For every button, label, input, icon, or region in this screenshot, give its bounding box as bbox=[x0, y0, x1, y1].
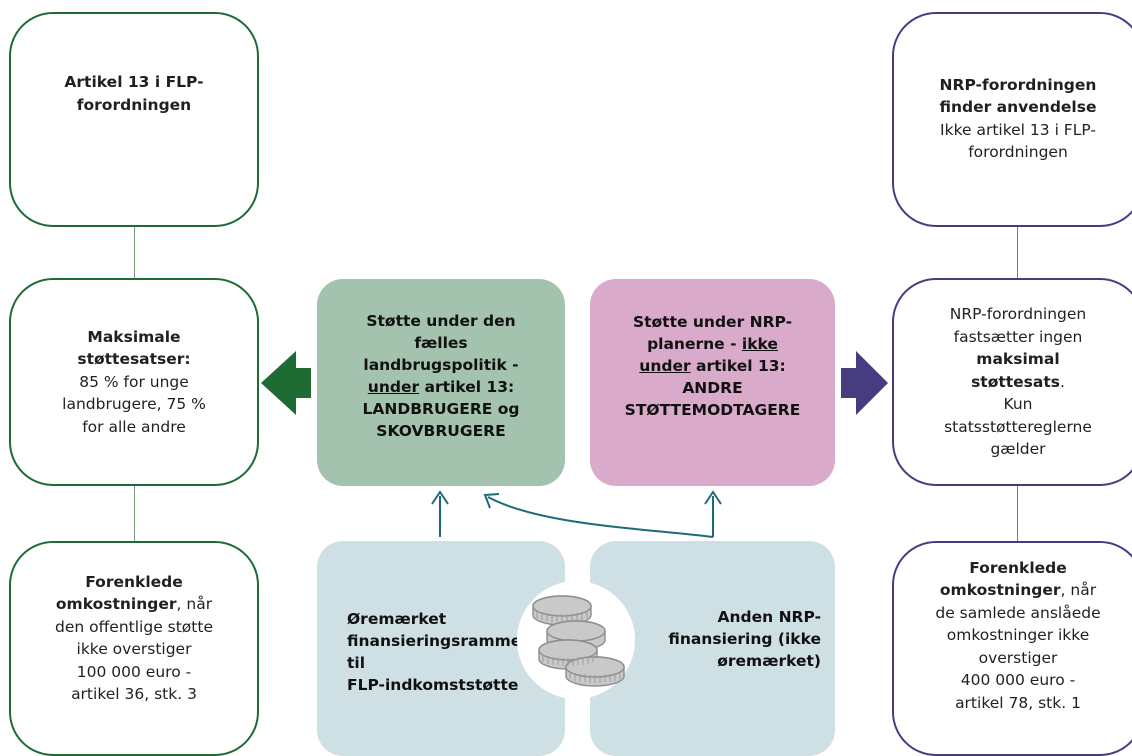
right-bottom-line5: overstiger bbox=[978, 648, 1058, 667]
center-green-line1: Støtte under den bbox=[366, 311, 516, 330]
left-bottom-title2-rest: , når bbox=[176, 595, 213, 614]
financing-left-line4: FLP-indkomststøtte bbox=[347, 675, 519, 694]
right-bottom-line4: omkostninger ikke bbox=[946, 626, 1090, 645]
flow-arrow-curved bbox=[483, 493, 714, 538]
flow-arrow-right-up bbox=[704, 490, 722, 537]
center-pink-line4: ANDRE bbox=[682, 378, 743, 397]
center-pink-line2-underlined: ikke bbox=[741, 334, 778, 353]
left-middle-title2: støttesatser: bbox=[77, 350, 191, 369]
center-green-line4-underlined: under bbox=[367, 377, 420, 396]
center-pink-line3-underlined: under bbox=[639, 356, 691, 375]
left-middle-line4: landbrugere, 75 % bbox=[62, 395, 206, 414]
left-bottom-line4: ikke overstiger bbox=[76, 640, 192, 659]
right-bottom-line2-bold: omkostninger bbox=[939, 581, 1061, 600]
left-connector-bottom bbox=[134, 484, 135, 542]
flow-arrows bbox=[431, 490, 722, 538]
right-middle-line6: statsstøttereglerne bbox=[944, 417, 1092, 436]
center-pink-line1: Støtte under NRP- bbox=[632, 312, 793, 331]
left-bottom-title2-bold: omkostninger bbox=[55, 595, 177, 614]
right-middle-line7: gælder bbox=[990, 440, 1046, 459]
right-middle-line1: NRP-forordningen bbox=[949, 305, 1087, 324]
right-bottom-line1: Forenklede bbox=[969, 559, 1067, 577]
right-middle-line3: maksimal bbox=[976, 350, 1060, 369]
left-bottom-line3: den offentlige støtte bbox=[55, 617, 213, 636]
financing-left-line1: Øremærket bbox=[347, 609, 447, 628]
center-green-line2: fælles bbox=[414, 333, 468, 352]
right-connector-bottom bbox=[1017, 484, 1018, 542]
financing-left-line3: til bbox=[347, 653, 366, 672]
financing-right-line2: finansiering (ikke bbox=[668, 629, 821, 648]
right-middle-line2: fastsætter ingen bbox=[953, 327, 1083, 346]
center-pink-line2-a: planerne - bbox=[647, 334, 742, 353]
right-middle-line4-bold: støttesats bbox=[971, 372, 1060, 391]
center-pink-line3-rest: artikel 13: bbox=[690, 356, 786, 375]
left-top-box: Artikel 13 i FLP- forordningen bbox=[9, 12, 259, 227]
right-top-line2: finder anvendelse bbox=[939, 98, 1097, 117]
financing-right-line3: øremærket) bbox=[717, 651, 821, 670]
left-top-line2: forordningen bbox=[76, 95, 192, 114]
coins-icon bbox=[517, 581, 635, 699]
right-top-line1: NRP-forordningen bbox=[939, 76, 1097, 94]
left-middle-title1: Maksimale bbox=[87, 327, 181, 346]
left-bottom-box: Forenklede omkostninger, når den offentl… bbox=[9, 541, 259, 756]
center-green-box: Støtte under den fælles landbrugspolitik… bbox=[317, 279, 565, 486]
center-green-line4-rest: artikel 13: bbox=[419, 377, 515, 396]
left-connector-top bbox=[134, 225, 135, 279]
left-middle-box: Maksimale støttesatser: 85 % for unge la… bbox=[9, 278, 259, 486]
center-green-line3: landbrugspolitik - bbox=[363, 355, 519, 374]
right-connector-top bbox=[1017, 225, 1018, 279]
center-green-line5: LANDBRUGERE og bbox=[362, 399, 520, 418]
center-pink-box: Støtte under NRP- planerne - ikke under … bbox=[590, 279, 835, 486]
financing-left-line2: finansieringsramme bbox=[347, 631, 522, 650]
right-bottom-line7: artikel 78, stk. 1 bbox=[955, 693, 1081, 712]
flow-arrow-left-up bbox=[431, 490, 449, 537]
right-bottom-box: Forenklede omkostninger, når de samlede … bbox=[892, 541, 1132, 756]
right-top-line3: Ikke artikel 13 i FLP- bbox=[940, 120, 1096, 139]
right-top-line4: forordningen bbox=[968, 143, 1068, 162]
right-middle-line4-rest: . bbox=[1060, 372, 1065, 391]
right-bottom-line6: 400 000 euro - bbox=[960, 671, 1076, 690]
right-middle-line5: Kun bbox=[1003, 395, 1033, 414]
left-middle-line5: for alle andre bbox=[82, 417, 186, 436]
right-middle-box: NRP-forordningen fastsætter ingen maksim… bbox=[892, 278, 1132, 486]
left-top-line1: Artikel 13 i FLP- bbox=[64, 73, 204, 92]
center-green-line6: SKOVBRUGERE bbox=[376, 421, 506, 440]
left-bottom-line5: 100 000 euro - bbox=[76, 662, 192, 681]
right-bottom-line2-rest: , når bbox=[1060, 581, 1097, 600]
arrow-right-icon bbox=[841, 351, 888, 415]
right-bottom-line3: de samlede anslåede bbox=[935, 603, 1101, 622]
left-bottom-title1: Forenklede bbox=[85, 573, 183, 591]
center-pink-line5: STØTTEMODTAGERE bbox=[624, 400, 801, 419]
left-bottom-line6: artikel 36, stk. 3 bbox=[71, 685, 197, 704]
financing-right-line1: Anden NRP- bbox=[717, 607, 822, 626]
right-top-box: NRP-forordningen finder anvendelse Ikke … bbox=[892, 12, 1132, 227]
arrow-left-icon bbox=[261, 351, 311, 415]
left-middle-line3: 85 % for unge bbox=[79, 372, 189, 391]
